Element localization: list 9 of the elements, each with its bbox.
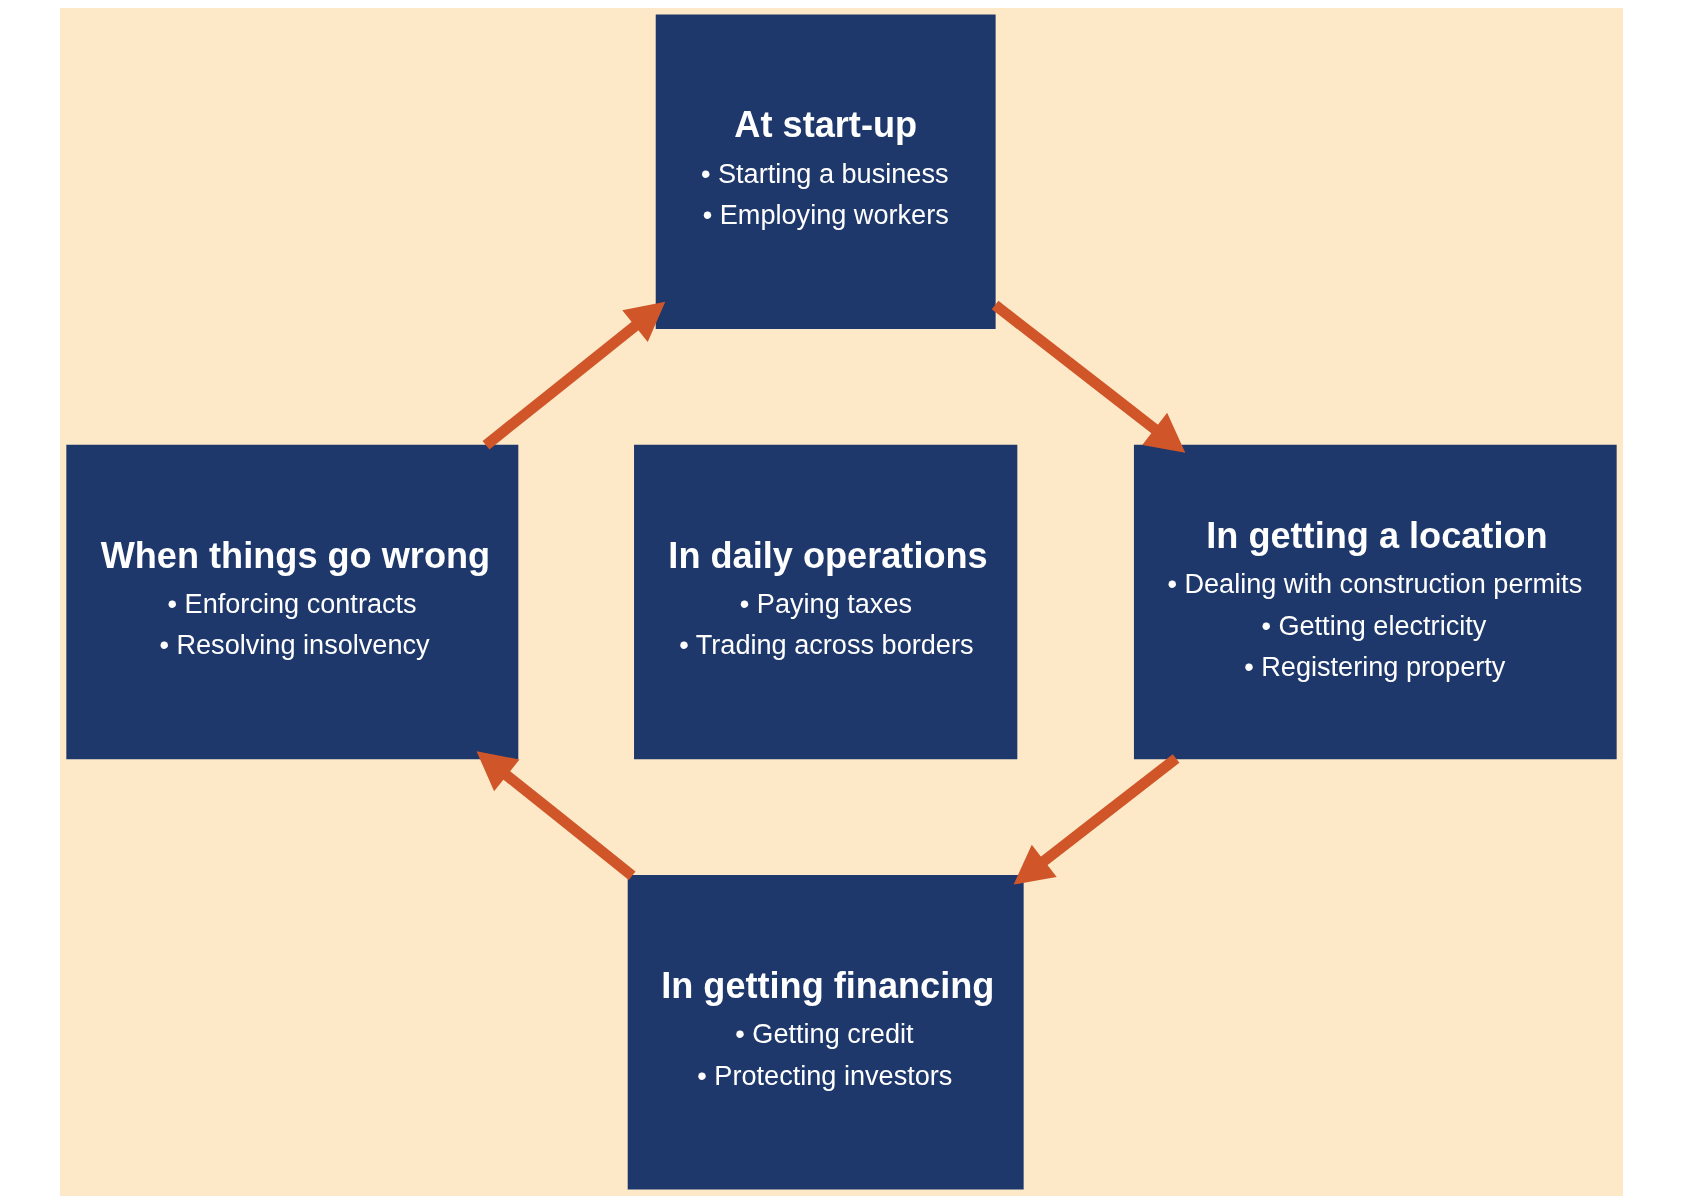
arrow — [1013, 754, 1180, 885]
arrow — [476, 751, 636, 880]
node-box: In getting financing • Getting credit • Protecting investors — [627, 875, 1024, 1190]
node-box: At start-up • Starting a business • Employing workers — [655, 14, 996, 329]
arrow — [482, 301, 666, 450]
node-box: When things go wrong • Enforcing contracts • Resolving insolvency — [66, 444, 519, 760]
arrow — [991, 300, 1186, 453]
node-box: In getting a location • Dealing with construction permits • Getting electricity • Registering property — [1133, 444, 1617, 760]
node-box: In daily operations • Paying taxes • Trading across borders — [634, 444, 1018, 760]
